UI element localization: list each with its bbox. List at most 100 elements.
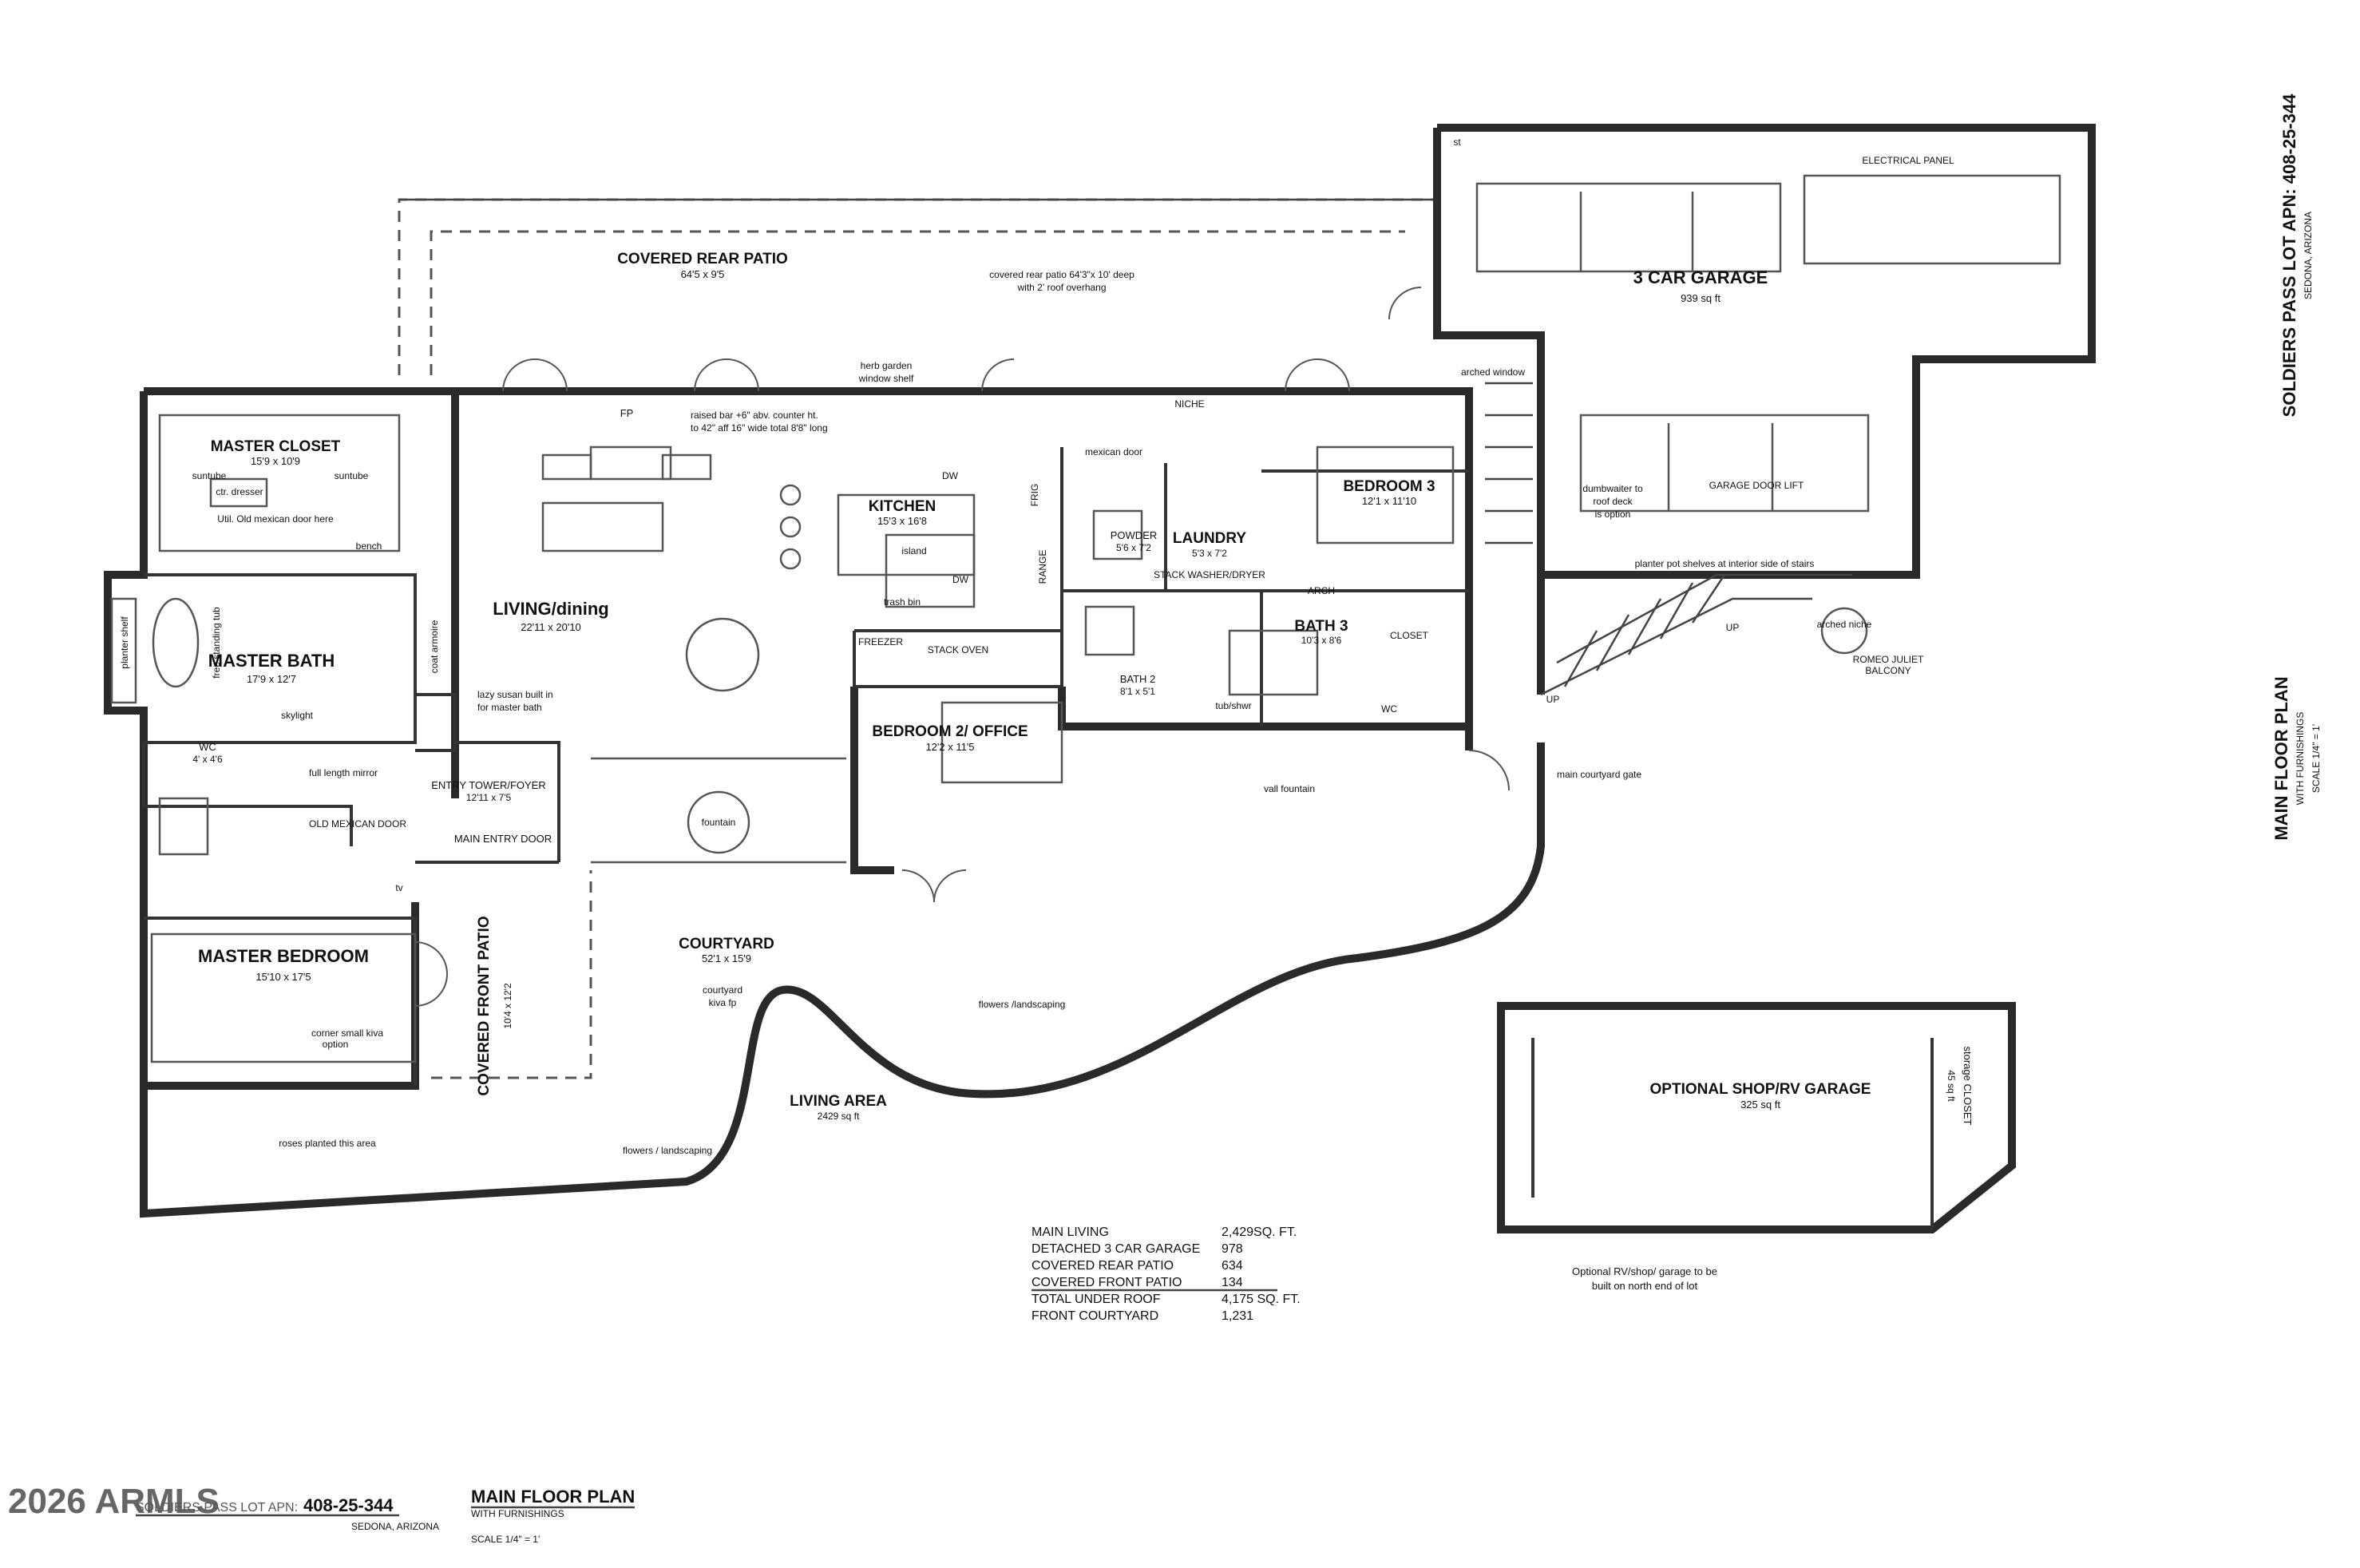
corner-kiva-note: corner small kiva <box>311 1028 383 1039</box>
optional-shop-walls <box>1497 1002 2016 1233</box>
scale-vertical: SCALE 1/4" = 1' <box>2311 724 2322 793</box>
coat-armoire-note: coat armoire <box>429 620 440 673</box>
stairs <box>1485 382 1868 696</box>
living-label: LIVING/dining <box>493 599 608 619</box>
old-mexican-door-note: OLD MEXICAN DOOR <box>309 818 406 830</box>
bedroom2-label: BEDROOM 2/ OFFICE <box>872 723 1028 740</box>
arched-niche-note: arched niche <box>1817 619 1872 630</box>
doors <box>414 287 1510 1007</box>
garage-label: 3 CAR GARAGE <box>1633 267 1768 287</box>
garage-door-lift-note: GARAGE DOOR LIFT <box>1709 480 1804 491</box>
planter-pot-note: planter pot shelves at interior side of … <box>1635 558 1815 569</box>
living-area-label: LIVING AREA <box>790 1093 887 1110</box>
garage-walls <box>1433 124 2096 695</box>
herb-garden-note: herb garden <box>861 360 913 371</box>
area-row-label: FRONT COURTYARD <box>1032 1309 1158 1323</box>
dumbwaiter-note-3: is option <box>1595 509 1631 520</box>
arch-note: ARCH <box>1308 585 1335 596</box>
covered-rear-patio-outline <box>398 198 1439 375</box>
fridge-note: FRIG <box>1029 484 1040 507</box>
annotations: herb garden window shelf raised bar +6" … <box>119 137 1954 1292</box>
wc-dims: 4' x 4'6 <box>192 754 223 765</box>
powder-dims: 5'6 x 7'2 <box>1116 542 1151 553</box>
range-note: RANGE <box>1037 550 1048 584</box>
skylight-note: skylight <box>281 710 314 721</box>
area-row-label: TOTAL UNDER ROOF <box>1032 1293 1161 1306</box>
master-bath-dims: 17'9 x 12'7 <box>247 673 296 685</box>
ctr-dresser-note: ctr. dresser <box>216 486 263 497</box>
stack-oven-note: STACK OVEN <box>928 644 988 655</box>
shop-label: OPTIONAL SHOP/RV GARAGE <box>1650 1081 1871 1098</box>
stair-up-label: UP <box>1546 694 1560 705</box>
stair-up-label-2: UP <box>1726 622 1740 633</box>
optional-rv-note-1: Optional RV/shop/ garage to be <box>1572 1265 1717 1277</box>
main-courtyard-gate-note: main courtyard gate <box>1557 769 1641 780</box>
covered-rear-patio-label: COVERED REAR PATIO <box>617 251 788 267</box>
storage-label: storage CLOSET <box>1962 1047 1974 1126</box>
laundry-label: LAUNDRY <box>1173 530 1247 547</box>
rear-patio-note-2: with 2' roof overhang <box>1016 282 1106 293</box>
bath3-wc-note: WC <box>1381 703 1397 715</box>
room-labels: COVERED REAR PATIO 64'5 x 9'5 covered re… <box>192 251 1974 1126</box>
courtyard-label: COURTYARD <box>679 936 774 952</box>
dishwasher-note-2: DW <box>952 574 969 585</box>
area-row-value: 978 <box>1222 1242 1243 1256</box>
bottom-city: SEDONA, ARIZONA <box>351 1521 439 1532</box>
flowers-landscaping-note: flowers /landscaping <box>979 999 1066 1010</box>
master-bedroom-label: MASTER BEDROOM <box>198 946 369 966</box>
furnishings <box>110 414 1455 1063</box>
fireplace-label: FP <box>620 407 634 419</box>
planter-shelf-note: planter shelf <box>119 616 130 669</box>
front-patio-dims: 10'4 x 12'2 <box>502 983 513 1029</box>
area-row-value: 634 <box>1222 1259 1243 1273</box>
bottom-plan-subtitle: WITH FURNISHINGS <box>471 1508 564 1519</box>
window-shelf-note: window shelf <box>858 373 914 384</box>
courtyard-kiva-note-2: kiva fp <box>709 997 737 1008</box>
raised-bar-note-2: to 42" aff 16" wide total 8'8" long <box>691 422 828 434</box>
kiva-option-note: option <box>323 1039 349 1050</box>
freezer-note: FREEZER <box>858 636 903 647</box>
laundry-dims: 5'3 x 7'2 <box>1192 548 1227 559</box>
master-closet-dims: 15'9 x 10'9 <box>251 455 300 467</box>
plan-title-vertical: MAIN FLOOR PLAN <box>2271 676 2291 840</box>
front-patio-label: COVERED FRONT PATIO <box>476 916 493 1095</box>
entry-label: ENTRY TOWER/FOYER <box>431 779 546 791</box>
tv-note: tv <box>395 882 402 893</box>
mexican-door-note: mexican door <box>1085 446 1142 457</box>
rear-patio-note-1: covered rear patio 64'3"x 10' deep <box>989 269 1134 280</box>
lazy-susan-note-2: for master bath <box>477 702 542 713</box>
area-row-label: COVERED REAR PATIO <box>1032 1259 1174 1273</box>
roses-note: roses planted this area <box>279 1138 376 1149</box>
fountain-note: fountain <box>702 817 736 828</box>
main-house-walls <box>104 387 1473 1090</box>
living-area-dims: 2429 sq ft <box>818 1111 860 1122</box>
suntube-left-note: suntube <box>192 470 227 481</box>
area-row-label: DETACHED 3 CAR GARAGE <box>1032 1242 1200 1256</box>
full-length-mirror-note: full length mirror <box>309 767 378 778</box>
lazy-susan-note-1: lazy susan built in <box>477 689 553 700</box>
bath3-dims: 10'3 x 8'6 <box>1301 635 1342 646</box>
tub-shower-note: tub/shwr <box>1215 700 1251 711</box>
area-row-value: 4,175 SQ. FT. <box>1222 1293 1301 1306</box>
vall-fountain-note: vall fountain <box>1264 783 1315 794</box>
area-row-value: 134 <box>1222 1276 1243 1289</box>
bottom-apn: 408-25-344 <box>303 1495 394 1515</box>
old-door-note: Util. Old mexican door here <box>217 513 334 525</box>
island-note: island <box>901 545 926 556</box>
dumbwaiter-note-1: dumbwaiter to <box>1582 483 1643 494</box>
bottom-lot-fragment: SOLDIERS PASS LOT APN: <box>136 1501 298 1515</box>
bath3-label: BATH 3 <box>1294 618 1348 635</box>
living-dims: 22'11 x 20'10 <box>521 621 581 633</box>
closet-note: CLOSET <box>1390 630 1429 641</box>
bedroom2-dims: 12'2 x 11'5 <box>925 741 974 753</box>
wc-label: WC <box>199 741 216 753</box>
area-table: MAIN LIVING 2,429SQ. FT. DETACHED 3 CAR … <box>1032 1225 1301 1323</box>
area-row-label: COVERED FRONT PATIO <box>1032 1276 1182 1289</box>
master-bath-label: MASTER BATH <box>208 651 335 671</box>
suntube-right-note: suntube <box>335 470 369 481</box>
courtyard-wall <box>140 742 1545 1218</box>
title-block-bottom: 2026 ARMLS SOLDIERS PASS LOT APN: 408-25… <box>8 1482 635 1545</box>
city-vertical: SEDONA, ARIZONA <box>2303 212 2314 299</box>
title-block-right: SOLDIERS PASS LOT APN: 408-25-344 SEDONA… <box>2271 93 2322 841</box>
